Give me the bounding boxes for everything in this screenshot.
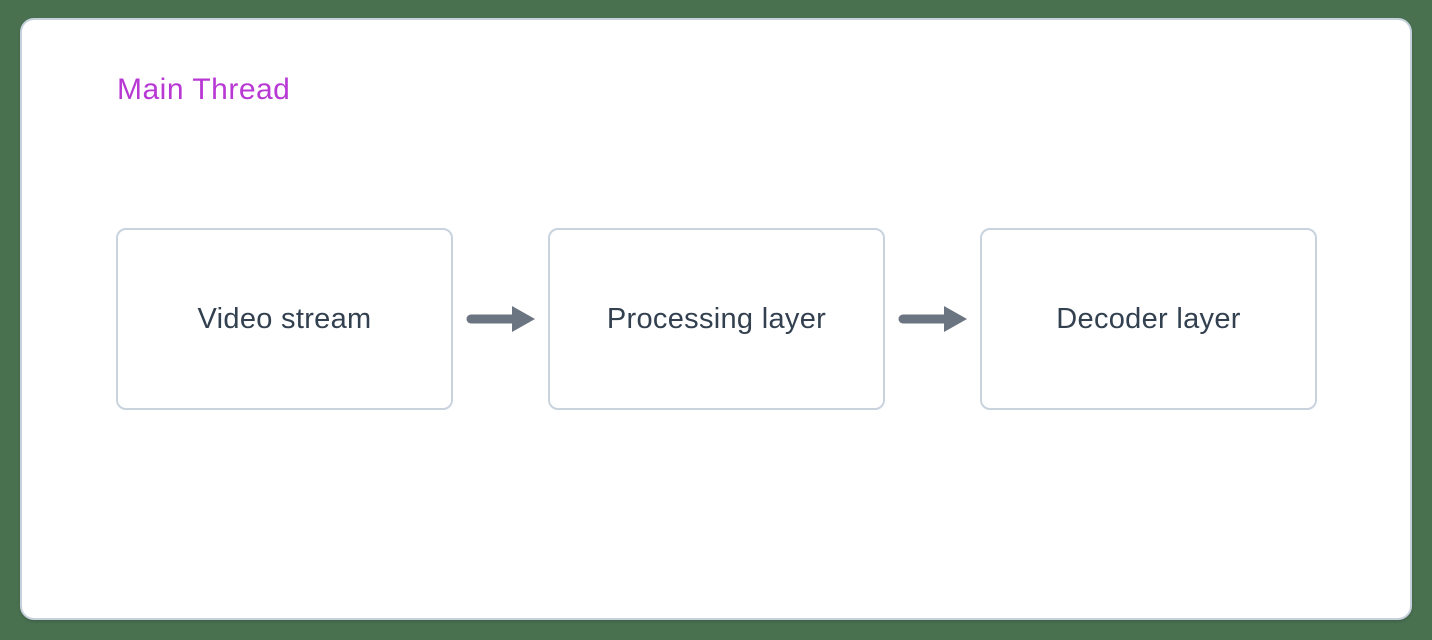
node-video-stream: Video stream bbox=[116, 228, 453, 410]
flow-row: Video stream Processing layer Decoder la… bbox=[116, 228, 1317, 410]
panel-title: Main Thread bbox=[117, 73, 291, 106]
node-decoder-layer: Decoder layer bbox=[980, 228, 1317, 410]
node-label: Decoder layer bbox=[1056, 302, 1241, 335]
main-thread-panel: Main Thread Video stream Processing laye… bbox=[20, 18, 1412, 620]
arrow-right-icon bbox=[453, 304, 548, 334]
node-processing-layer: Processing layer bbox=[548, 228, 885, 410]
node-label: Processing layer bbox=[606, 302, 827, 335]
node-label: Video stream bbox=[197, 302, 372, 335]
arrow-right-icon bbox=[885, 304, 980, 334]
